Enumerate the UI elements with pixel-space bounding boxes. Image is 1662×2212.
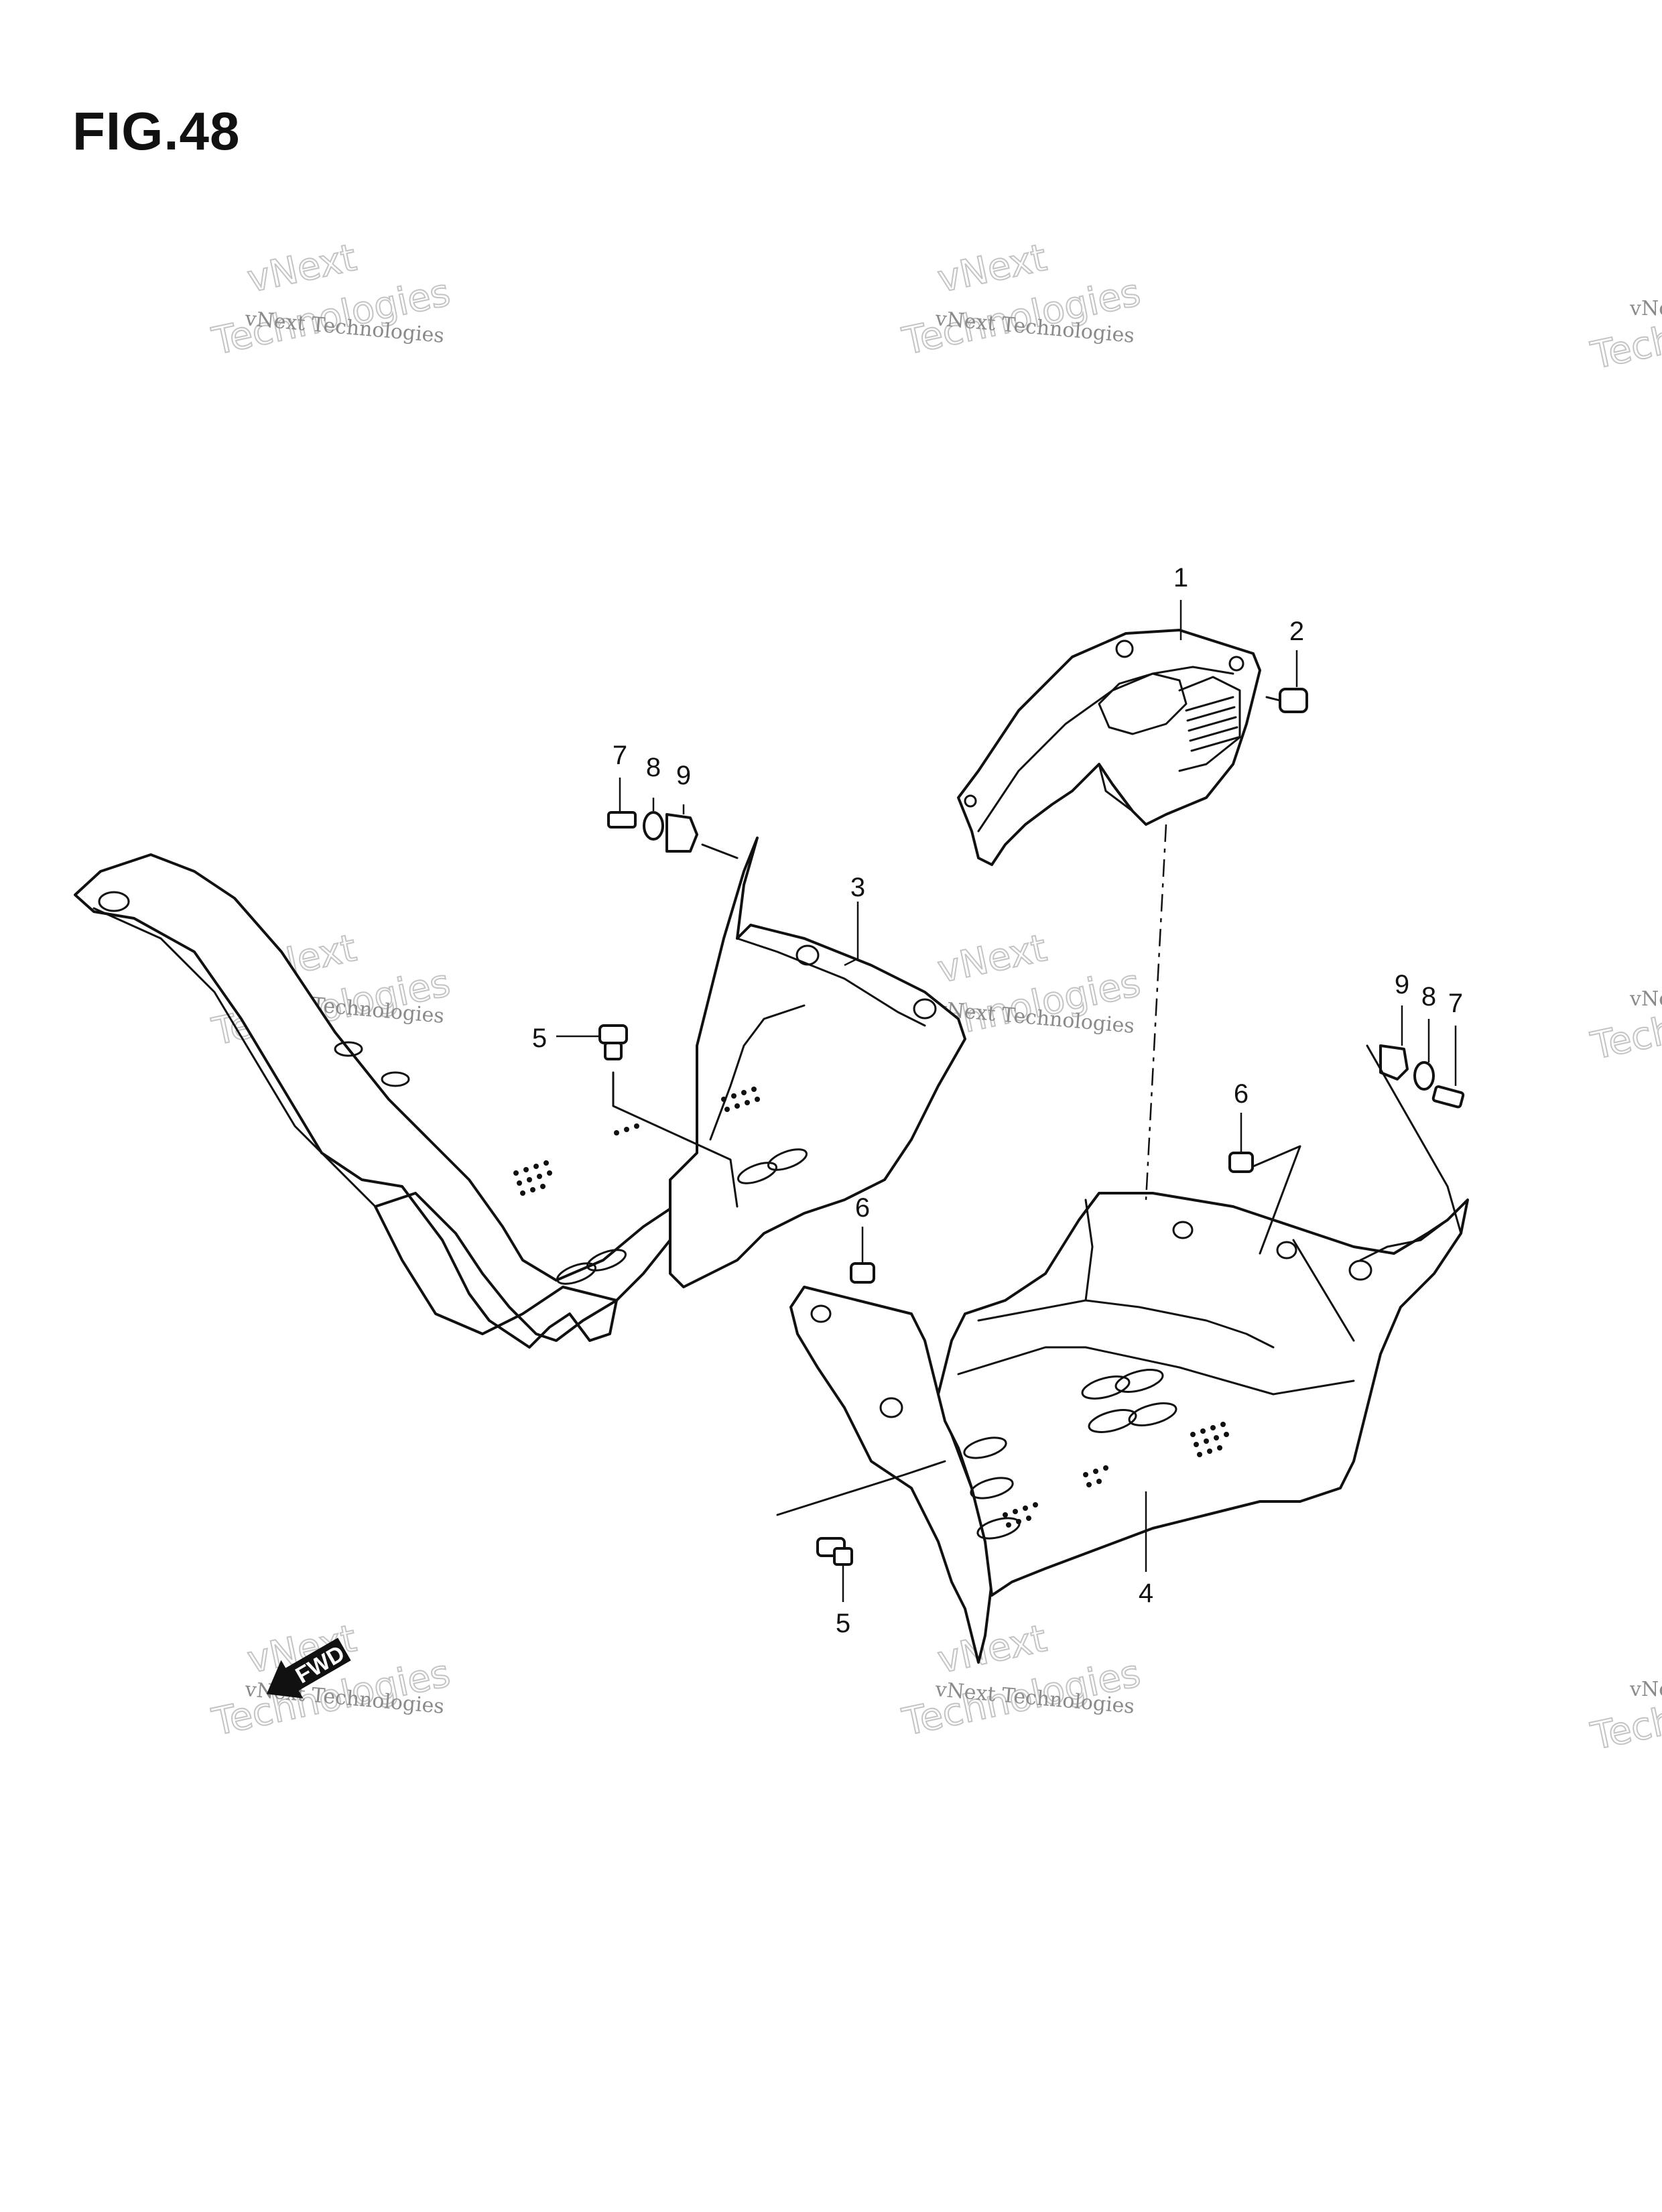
part-4-right-footrest [789,1192,1469,1664]
leader-3 [844,902,859,967]
watermark-big-1: vNext [934,236,1051,302]
watermark-big-1: vNext [244,236,361,302]
callout-5: 5 [532,1024,547,1053]
callout-labels: 1 2 3 4 5 5 6 6 7 7 8 8 9 9 [532,563,1463,1638]
callout-7: 7 [613,741,627,770]
alignment-line [1145,824,1167,1201]
part-7-bolt [1431,1085,1465,1109]
part-5-bolt-lower [776,1460,946,1602]
part-6-clip-lower [850,1227,875,1284]
callout-8: 8 [1421,982,1436,1011]
callout-9: 9 [676,761,691,790]
watermark-big-1: vNext [934,1617,1051,1682]
part-5-bolt-left [556,1024,739,1208]
callout-7: 7 [1448,989,1463,1018]
part-7-bolt [607,811,637,828]
callout-9: 9 [1395,970,1409,999]
callout-4: 4 [1139,1579,1153,1608]
watermark-small: vNext Technologies [1629,297,1662,320]
callout-6: 6 [855,1193,870,1223]
callout-8: 8 [646,753,661,782]
part-8-washer [643,811,664,841]
tread-pattern [1003,1422,1229,1528]
callout-3: 3 [850,873,865,902]
part-2-screw [1265,650,1308,713]
tread-pattern [513,1087,760,1196]
part-1-front-cover [957,629,1261,866]
callout-2: 2 [1289,617,1304,646]
watermark-small: vNext Technologies [1629,987,1662,1011]
part-6-clip-upper [1228,1113,1301,1255]
fastener-set-right [1366,1005,1465,1235]
watermark-group: vNext Technologies vNext Technologies vN… [208,235,1662,1760]
callout-6: 6 [1234,1079,1249,1109]
watermark-small: vNext Technologies [1629,1678,1662,1701]
figure-title: FIG.48 [72,101,241,161]
callout-5: 5 [836,1609,850,1638]
part-8-washer [1413,1061,1435,1091]
part-9-grommet [665,813,698,853]
watermark-big-1: vNext [934,926,1051,992]
callout-1: 1 [1173,563,1188,593]
part-3-left-footrest [74,837,966,1349]
watermark: vNext Technologies [898,1616,1145,1745]
fastener-set-left [607,778,739,859]
